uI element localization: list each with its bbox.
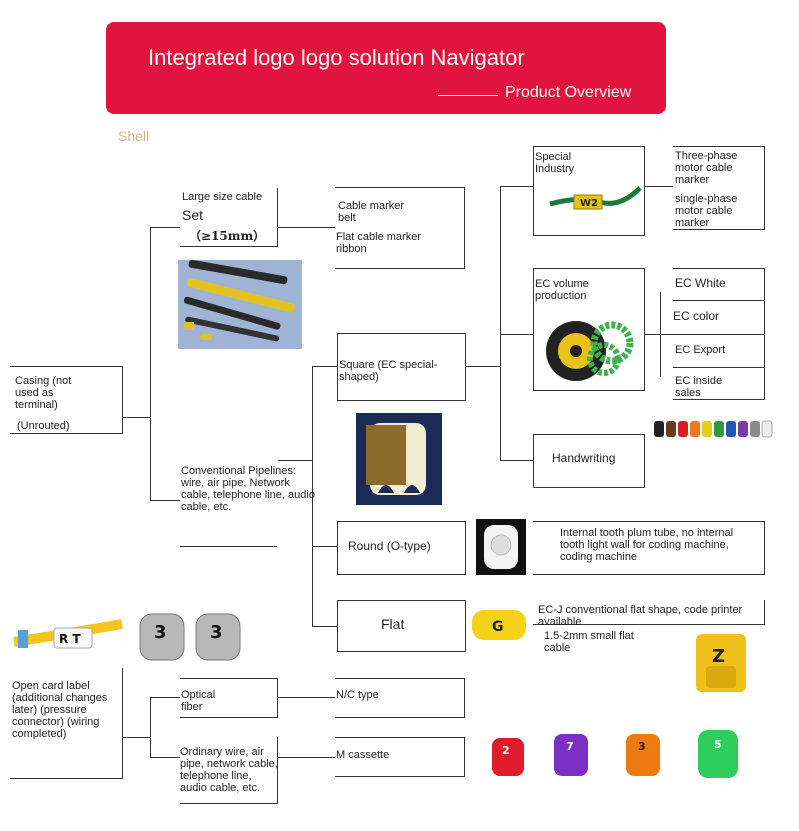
- ec-volume-label: EC volume production: [535, 278, 589, 302]
- special-industry-node: [533, 146, 645, 236]
- ec-white-label: EC White: [675, 276, 726, 290]
- ecj-label: EC-J conventional flat shape, code print…: [538, 604, 743, 628]
- connector: [312, 546, 337, 547]
- ecj-node: [533, 600, 765, 625]
- marker-strips-photo: [178, 259, 302, 349]
- large-cable-set: Set: [182, 207, 204, 223]
- flat-cable-ribbon: Flat cable marker ribbon: [336, 231, 421, 255]
- large-cable-label: Large size cable: [182, 191, 263, 203]
- optical-node: [180, 678, 278, 718]
- color-tags-photo: [650, 409, 778, 447]
- nc-type-node: [335, 678, 465, 718]
- connector: [500, 186, 534, 187]
- connector: [660, 292, 661, 377]
- casing-sublabel: (Unrouted): [17, 420, 70, 432]
- open-card-node: [10, 668, 123, 779]
- cable-marker-node: [335, 187, 465, 269]
- m-cassette-label: M cassette: [336, 749, 390, 761]
- connector: [312, 366, 313, 626]
- header-banner: [106, 22, 666, 114]
- clip-number-2: 3: [210, 622, 223, 643]
- connector: [123, 737, 150, 738]
- wire-tag-photo: W2: [549, 186, 642, 210]
- color-tag-text-1: 2: [502, 744, 510, 757]
- page-title: Integrated logo logo solution Navigator: [148, 45, 525, 70]
- m-cassette-node: [335, 737, 465, 777]
- connector: [500, 186, 501, 460]
- round-label: Round (O-type): [348, 539, 431, 553]
- flat-label: Flat: [381, 616, 405, 632]
- connector: [500, 460, 534, 461]
- motor-marker-node: [673, 146, 765, 230]
- z-tag-text: Z: [712, 646, 725, 667]
- connector: [150, 500, 180, 501]
- square-label: Square (EC special-shaped): [339, 359, 438, 383]
- large-cable-node: [180, 188, 278, 247]
- g-tag-text: G: [492, 619, 504, 635]
- flat-tag-photo: G: [472, 610, 526, 640]
- nc-type-label: N/C type: [336, 689, 379, 701]
- round-node: [337, 521, 466, 575]
- z-tag-photo: Z: [696, 634, 746, 692]
- connector: [500, 334, 534, 335]
- ec-export-label: EC Export: [675, 344, 726, 356]
- flat-node: [337, 600, 466, 652]
- color-tag-text-2: 7: [566, 740, 574, 753]
- color-tag-text-3: 3: [638, 740, 646, 753]
- n-c-clips-photo: 3 3: [136, 610, 244, 666]
- divider: [673, 334, 764, 335]
- square-marker-photo: [356, 413, 442, 505]
- connector: [278, 460, 312, 461]
- ec-roll-photo: [542, 309, 634, 387]
- connector: [150, 697, 180, 698]
- open-card-label: Open card label (additional changes late…: [12, 680, 108, 740]
- color-tag-text-4: 5: [714, 738, 722, 751]
- connector: [464, 366, 500, 367]
- ec-inside-label: EC inside sales: [675, 375, 723, 399]
- handwriting-node: [533, 434, 645, 488]
- handwriting-label: Handwriting: [552, 451, 616, 465]
- casing-node: [10, 366, 123, 434]
- conventional-label: Conventional Pipelines: wire, air pipe, …: [181, 465, 315, 513]
- connector: [643, 186, 673, 187]
- connector: [150, 227, 151, 500]
- small-flat-label: 1.5-2mm small flat cable: [544, 630, 634, 654]
- m-cassette-tags-photo: 2 7 3 5: [486, 726, 754, 788]
- divider: [673, 367, 764, 368]
- connector: [278, 697, 335, 698]
- three-phase-label: Three-phase motor cable marker: [675, 150, 738, 186]
- large-cable-size: （≥15mm）: [189, 229, 266, 243]
- clip-number-1: 3: [154, 622, 167, 643]
- special-industry-label: Special Industry: [535, 151, 575, 175]
- connector: [278, 227, 335, 228]
- ordinary-node: [180, 737, 278, 804]
- connector: [150, 697, 151, 757]
- optical-label: Optical fiber: [181, 689, 216, 713]
- ec-color-label: EC color: [673, 309, 720, 323]
- connector: [312, 626, 337, 627]
- connector: [312, 366, 337, 367]
- cable-marker-belt: Cable marker belt: [338, 200, 405, 224]
- w2-tag-text: W2: [580, 198, 598, 209]
- ordinary-label: Ordinary wire, air pipe, network cable, …: [180, 746, 278, 794]
- connector: [643, 334, 673, 335]
- connector: [278, 757, 335, 758]
- single-phase-label: single-phase motor cable marker: [675, 193, 738, 229]
- internal-tooth-label: Internal tooth plum tube, no internal to…: [560, 527, 734, 563]
- round-tube-photo: [476, 519, 526, 575]
- internal-tooth-node: [533, 521, 765, 575]
- rt-tags-photo: R T: [13, 604, 123, 666]
- page-subtitle: Product Overview: [505, 84, 632, 101]
- conventional-node: [180, 460, 277, 547]
- casing-label: Casing (not used as terminal): [15, 375, 72, 411]
- connector: [123, 417, 151, 418]
- section-label: Shell: [118, 128, 150, 144]
- divider: [673, 300, 764, 301]
- subtitle-rule: [438, 95, 498, 96]
- square-node: [337, 333, 466, 401]
- connector: [150, 227, 180, 228]
- rt-tag-text: R T: [59, 632, 81, 646]
- connector: [150, 757, 180, 758]
